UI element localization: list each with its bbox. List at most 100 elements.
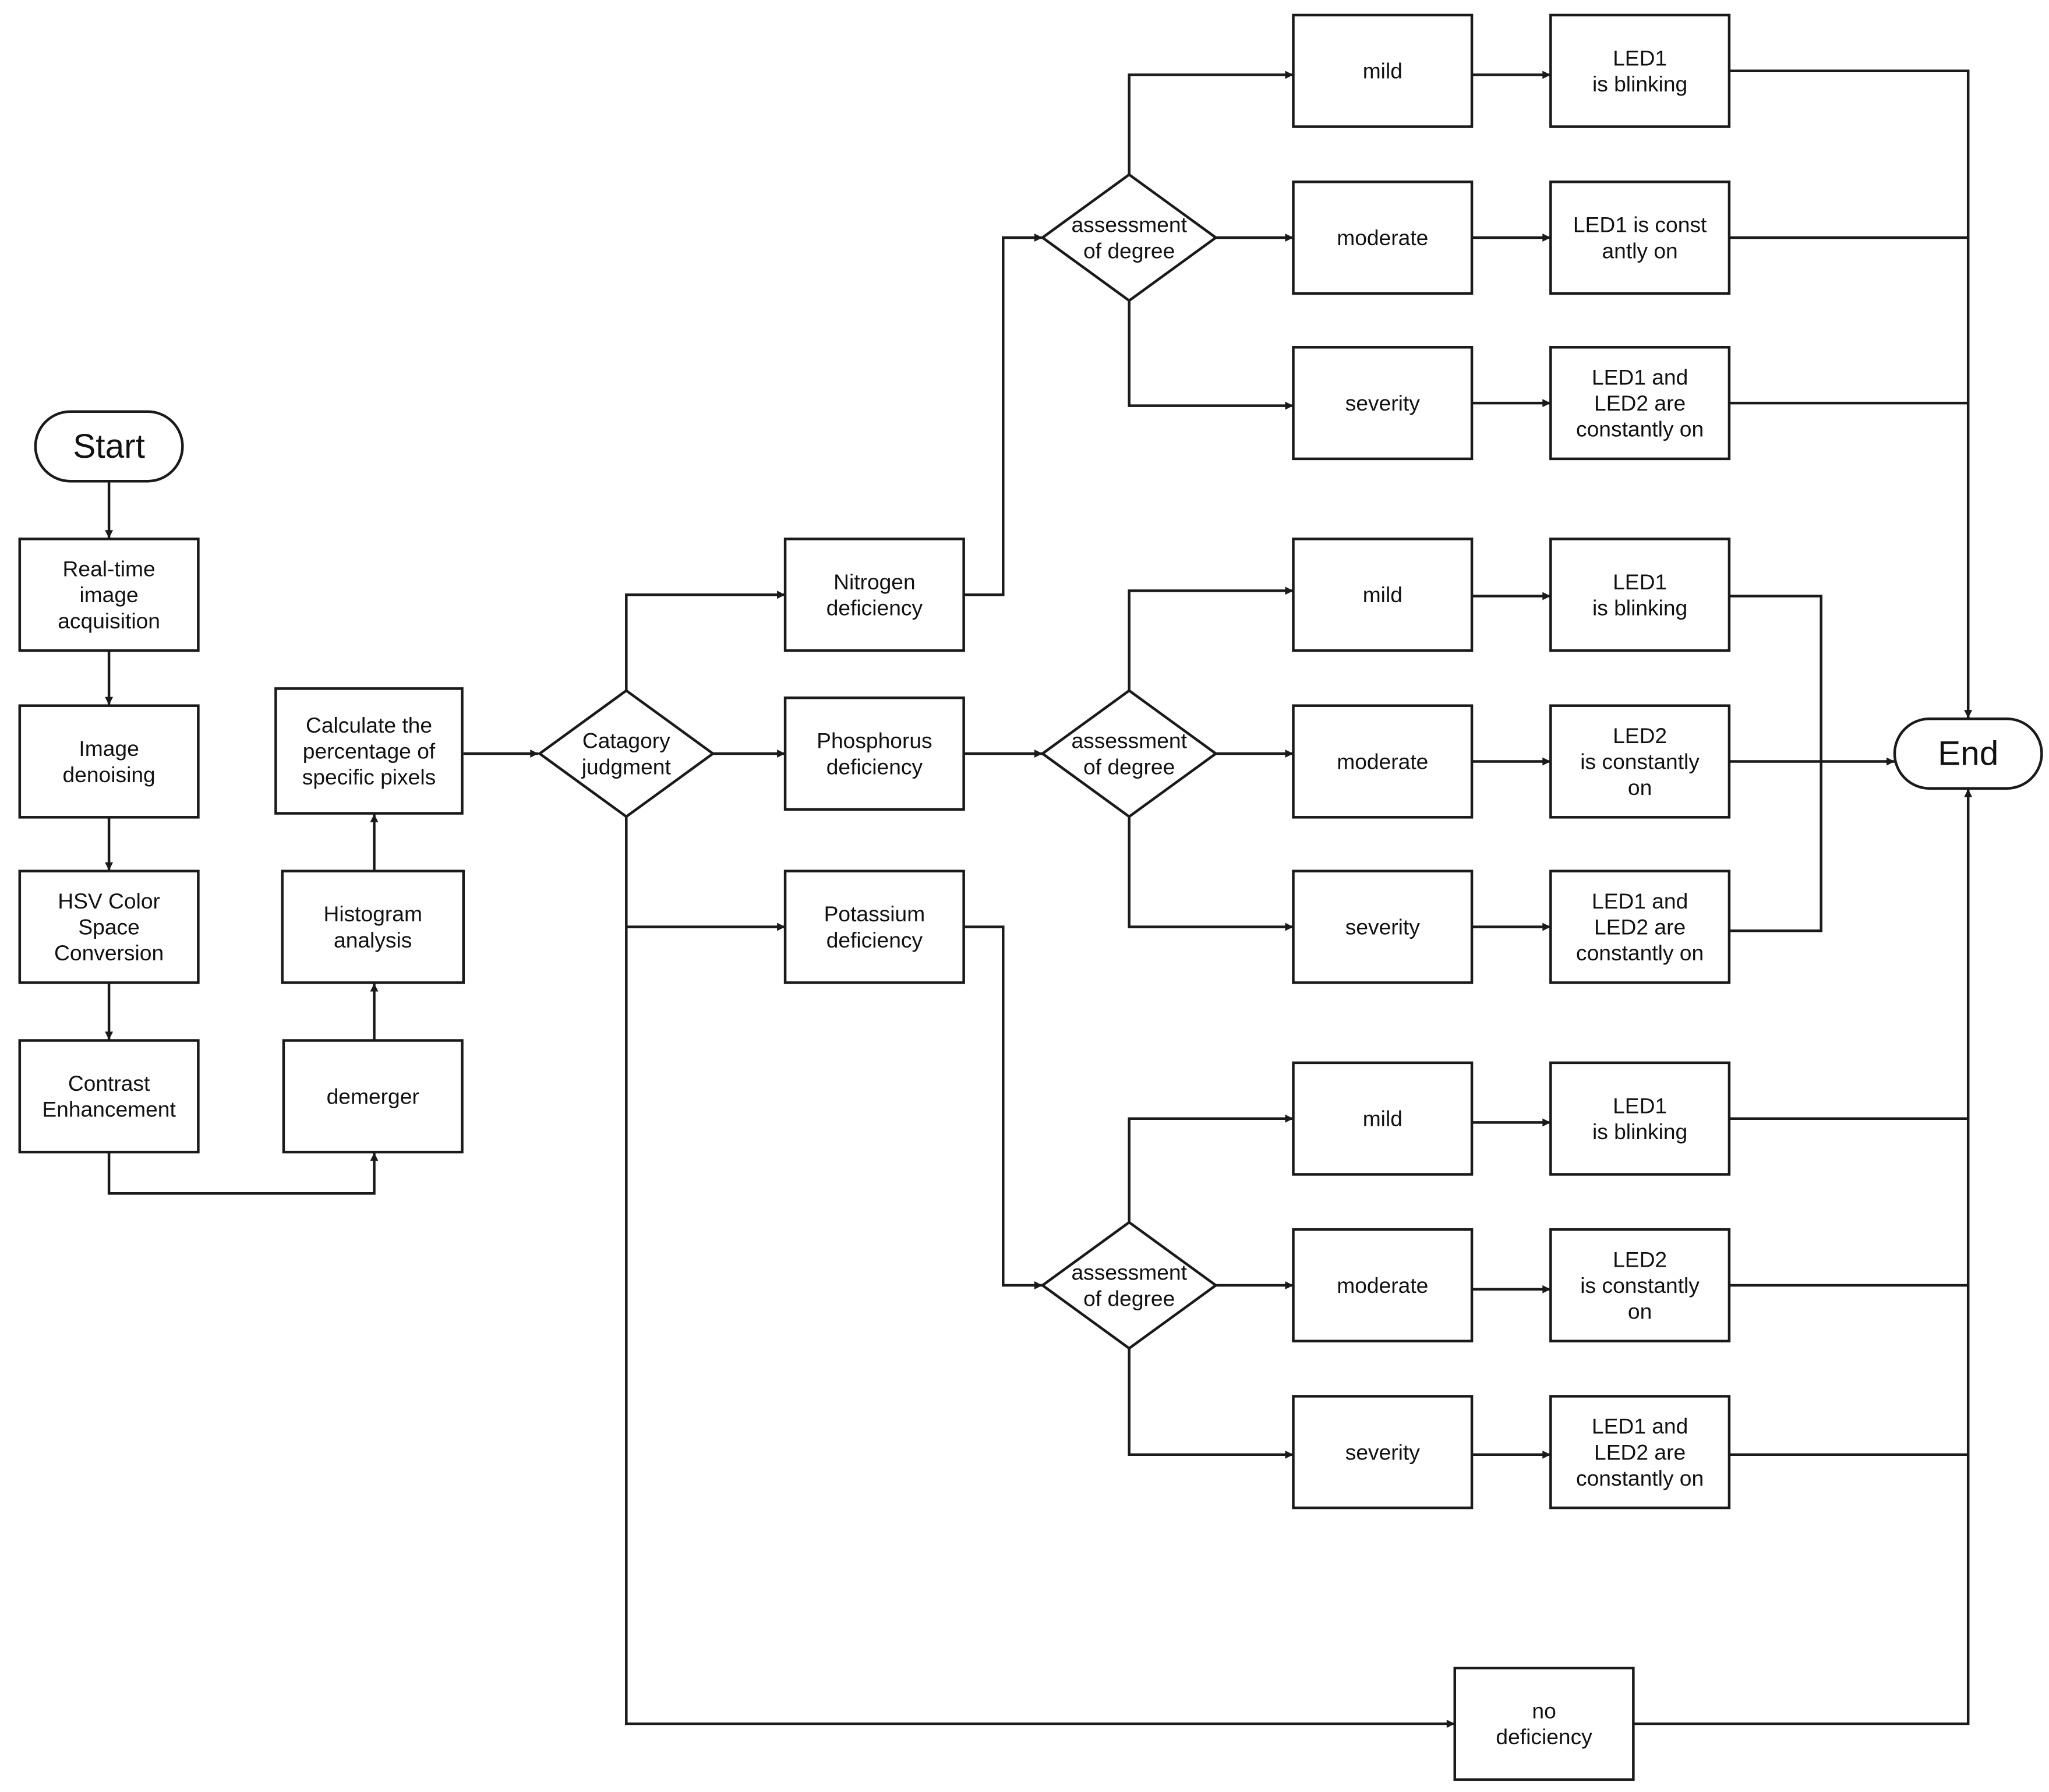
p-led-moderate-label-line: on [1628,775,1652,800]
n-led-severity-shape [1549,346,1731,461]
n-led-severity-label-line: LED1 and [1592,365,1688,389]
p-led-mild-label-line: LED1 [1613,570,1667,594]
phosphorus-shape [783,696,965,811]
k-led-severity-label-line: constantly on [1576,1466,1704,1490]
node-p-moderate: moderate [1292,704,1474,819]
assess-k-shape [1040,1221,1218,1350]
k-led-severity-label-line: LED1 and [1592,1414,1688,1438]
potassium-label-line: deficiency [826,928,923,952]
k-moderate-label-line: moderate [1337,1273,1428,1298]
node-start: Start [34,410,184,483]
node-k-severity: severity [1292,1395,1474,1510]
nodes: StartReal-timeimageacquisitionImagedenoi… [18,13,2043,1781]
p-led-severity-label-line: LED2 are [1594,915,1686,939]
n-led-mild-shape [1549,13,1731,128]
p-mild-shape [1292,538,1474,652]
p-severity-shape [1292,870,1474,984]
demerger-shape [282,1039,464,1154]
node-demerger: demerger [282,1039,464,1154]
calc-label-line: Calculate the [306,713,432,737]
assess-p-shape [1040,689,1218,818]
contrast-shape [18,1039,200,1154]
node-p-mild: mild [1292,538,1474,652]
assess-n-label-line: of degree [1083,238,1175,263]
node-n-severity: severity [1292,346,1474,461]
no-def-label-line: deficiency [1496,1724,1592,1749]
n-moderate-shape [1292,180,1474,295]
category-shape [537,689,715,818]
hsv-shape [18,870,200,984]
node-k-moderate: moderate [1292,1228,1474,1343]
k-led-moderate-label-line: LED2 [1613,1247,1667,1271]
histogram-label-line: Histogram [323,902,422,926]
edge-assess-k-to-k-mild [1128,1114,1294,1222]
p-mild-label-line: mild [1363,582,1402,607]
n-led-moderate-label-line: antly on [1602,238,1677,263]
hsv-label-line: Conversion [54,941,164,965]
assess-k-label-line: of degree [1083,1286,1175,1310]
edges [105,69,1973,1728]
p-led-severity-shape [1549,870,1731,984]
edge-no-def-to-end [1633,789,1973,1726]
phosphorus-label-line: deficiency [826,754,923,779]
end-label-line: End [1938,735,1998,773]
p-led-severity-label-line: LED1 and [1592,889,1688,913]
assess-n-label-line: assessment [1071,213,1187,237]
edge-assess-p-to-p-mild [1128,586,1294,691]
denoise-label-line: denoising [62,762,155,787]
k-led-moderate-shape [1549,1228,1731,1343]
node-p-severity: severity [1292,870,1474,984]
edge-potassium-to-assess-k [963,925,1043,1289]
p-severity-label-line: severity [1345,915,1421,939]
edge-assess-n-to-n-mild [1128,70,1294,175]
k-moderate-shape [1292,1228,1474,1343]
n-led-moderate-shape [1549,180,1731,295]
n-led-severity-label-line: LED2 are [1594,391,1686,415]
node-end: End [1893,717,2043,790]
n-moderate-label-line: moderate [1337,225,1428,250]
edge-p-led-mild-to-end [1729,595,1822,762]
nitrogen-shape [783,538,965,652]
edge-category-to-no-def [625,817,1455,1728]
contrast-label-line: Enhancement [42,1097,176,1122]
edge-assess-n-to-n-severity [1128,301,1294,410]
p-moderate-label-line: moderate [1337,750,1428,774]
n-severity-label-line: severity [1345,391,1421,415]
n-led-moderate-label-line: LED1 is const [1573,213,1707,237]
k-mild-label-line: mild [1363,1107,1402,1131]
histogram-shape [281,870,465,984]
assess-p-label-line: of degree [1083,754,1175,779]
category-label-line: judgment [581,754,672,779]
potassium-shape [783,870,965,984]
start-label-line: Start [73,427,145,465]
acquire-label-line: image [79,582,138,607]
edge-contrast-to-demerger [107,1153,379,1195]
n-mild-shape [1292,13,1474,128]
p-led-mild-shape [1549,538,1731,652]
node-k-mild: mild [1292,1061,1474,1176]
calc-shape [274,687,464,815]
nitrogen-label-line: Nitrogen [833,570,916,594]
node-n-moderate: moderate [1292,180,1474,295]
n-mild-label-line: mild [1363,59,1402,83]
k-severity-shape [1292,1395,1474,1510]
k-led-moderate-label-line: is constantly [1580,1273,1700,1298]
no-def-shape [1453,1666,1635,1781]
